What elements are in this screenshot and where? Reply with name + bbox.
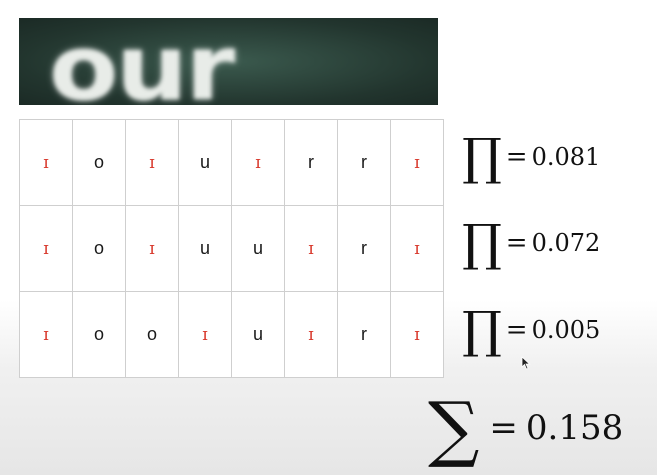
char-token: u [231, 205, 285, 292]
blank-token: ɪ [284, 291, 338, 378]
product-symbol: ∏ [462, 301, 502, 359]
word-image-text: our [49, 18, 235, 105]
product-symbol: ∏ [462, 128, 502, 186]
blank-token: ɪ [231, 119, 285, 206]
blank-token: ɪ [19, 205, 73, 292]
blank-token: ɪ [390, 119, 444, 206]
product-equals: = [505, 315, 528, 345]
word-image: our [19, 18, 438, 105]
blank-token: ɪ [284, 205, 338, 292]
blank-token: ɪ [19, 119, 73, 206]
char-token: u [178, 205, 232, 292]
blank-token: ɪ [125, 119, 179, 206]
product-equals: = [505, 142, 528, 172]
product-value: 0.081 [531, 143, 601, 171]
product-symbol: ∏ [462, 214, 502, 272]
product-expression: ∏=0.005 [462, 305, 600, 355]
char-token: r [284, 119, 338, 206]
char-token: r [337, 205, 391, 292]
sum-symbol: ∑ [428, 386, 480, 470]
blank-token: ɪ [390, 291, 444, 378]
char-token: o [72, 119, 126, 206]
char-token: o [72, 291, 126, 378]
char-token: u [231, 291, 285, 378]
product-value: 0.005 [531, 316, 601, 344]
mouse-cursor-icon [521, 356, 531, 370]
char-token: r [337, 291, 391, 378]
char-token: u [178, 119, 232, 206]
product-value: 0.072 [531, 229, 601, 257]
sum-expression: ∑ = 0.158 [428, 392, 623, 464]
product-equals: = [505, 228, 528, 258]
product-expression: ∏=0.072 [462, 218, 600, 268]
char-token: r [337, 119, 391, 206]
char-token: o [72, 205, 126, 292]
blank-token: ɪ [178, 291, 232, 378]
blank-token: ɪ [125, 205, 179, 292]
product-expression: ∏=0.081 [462, 132, 600, 182]
sum-equals: = [489, 408, 518, 448]
blank-token: ɪ [390, 205, 444, 292]
sum-value: 0.158 [525, 408, 624, 448]
blank-token: ɪ [19, 291, 73, 378]
char-token: o [125, 291, 179, 378]
